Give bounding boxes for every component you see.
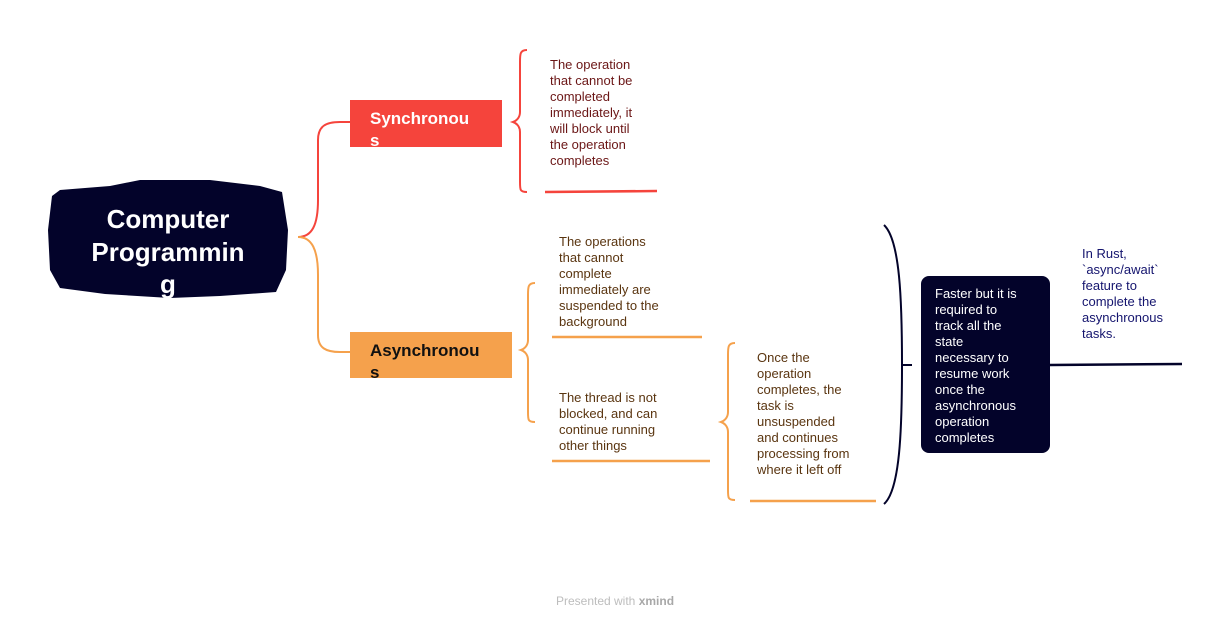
footer-prefix: Presented with [555,594,639,608]
topic-asynchronous[interactable]: Asynchronou s [350,332,512,382]
rust-note[interactable]: In Rust, `async/await` feature to comple… [1082,246,1163,341]
xmind-brand: xmind [638,594,675,608]
root-blob [48,180,288,298]
async-detail-suspended[interactable]: The operations that cannot complete imme… [559,234,659,329]
async-detail-resume[interactable]: Once the operation completes, the task i… [757,350,850,477]
topic-synchronous[interactable]: Synchronou s [350,100,502,150]
async-summary-box[interactable]: Faster but it is required to track all t… [921,276,1050,453]
footer-credit: Presented with xmind [0,594,1230,608]
sync-detail[interactable]: The operation that cannot be completed i… [550,57,633,168]
root-topic[interactable]: Computer Programmin g [91,204,245,299]
async-detail-not-blocked[interactable]: The thread is not blocked, and can conti… [559,390,658,453]
